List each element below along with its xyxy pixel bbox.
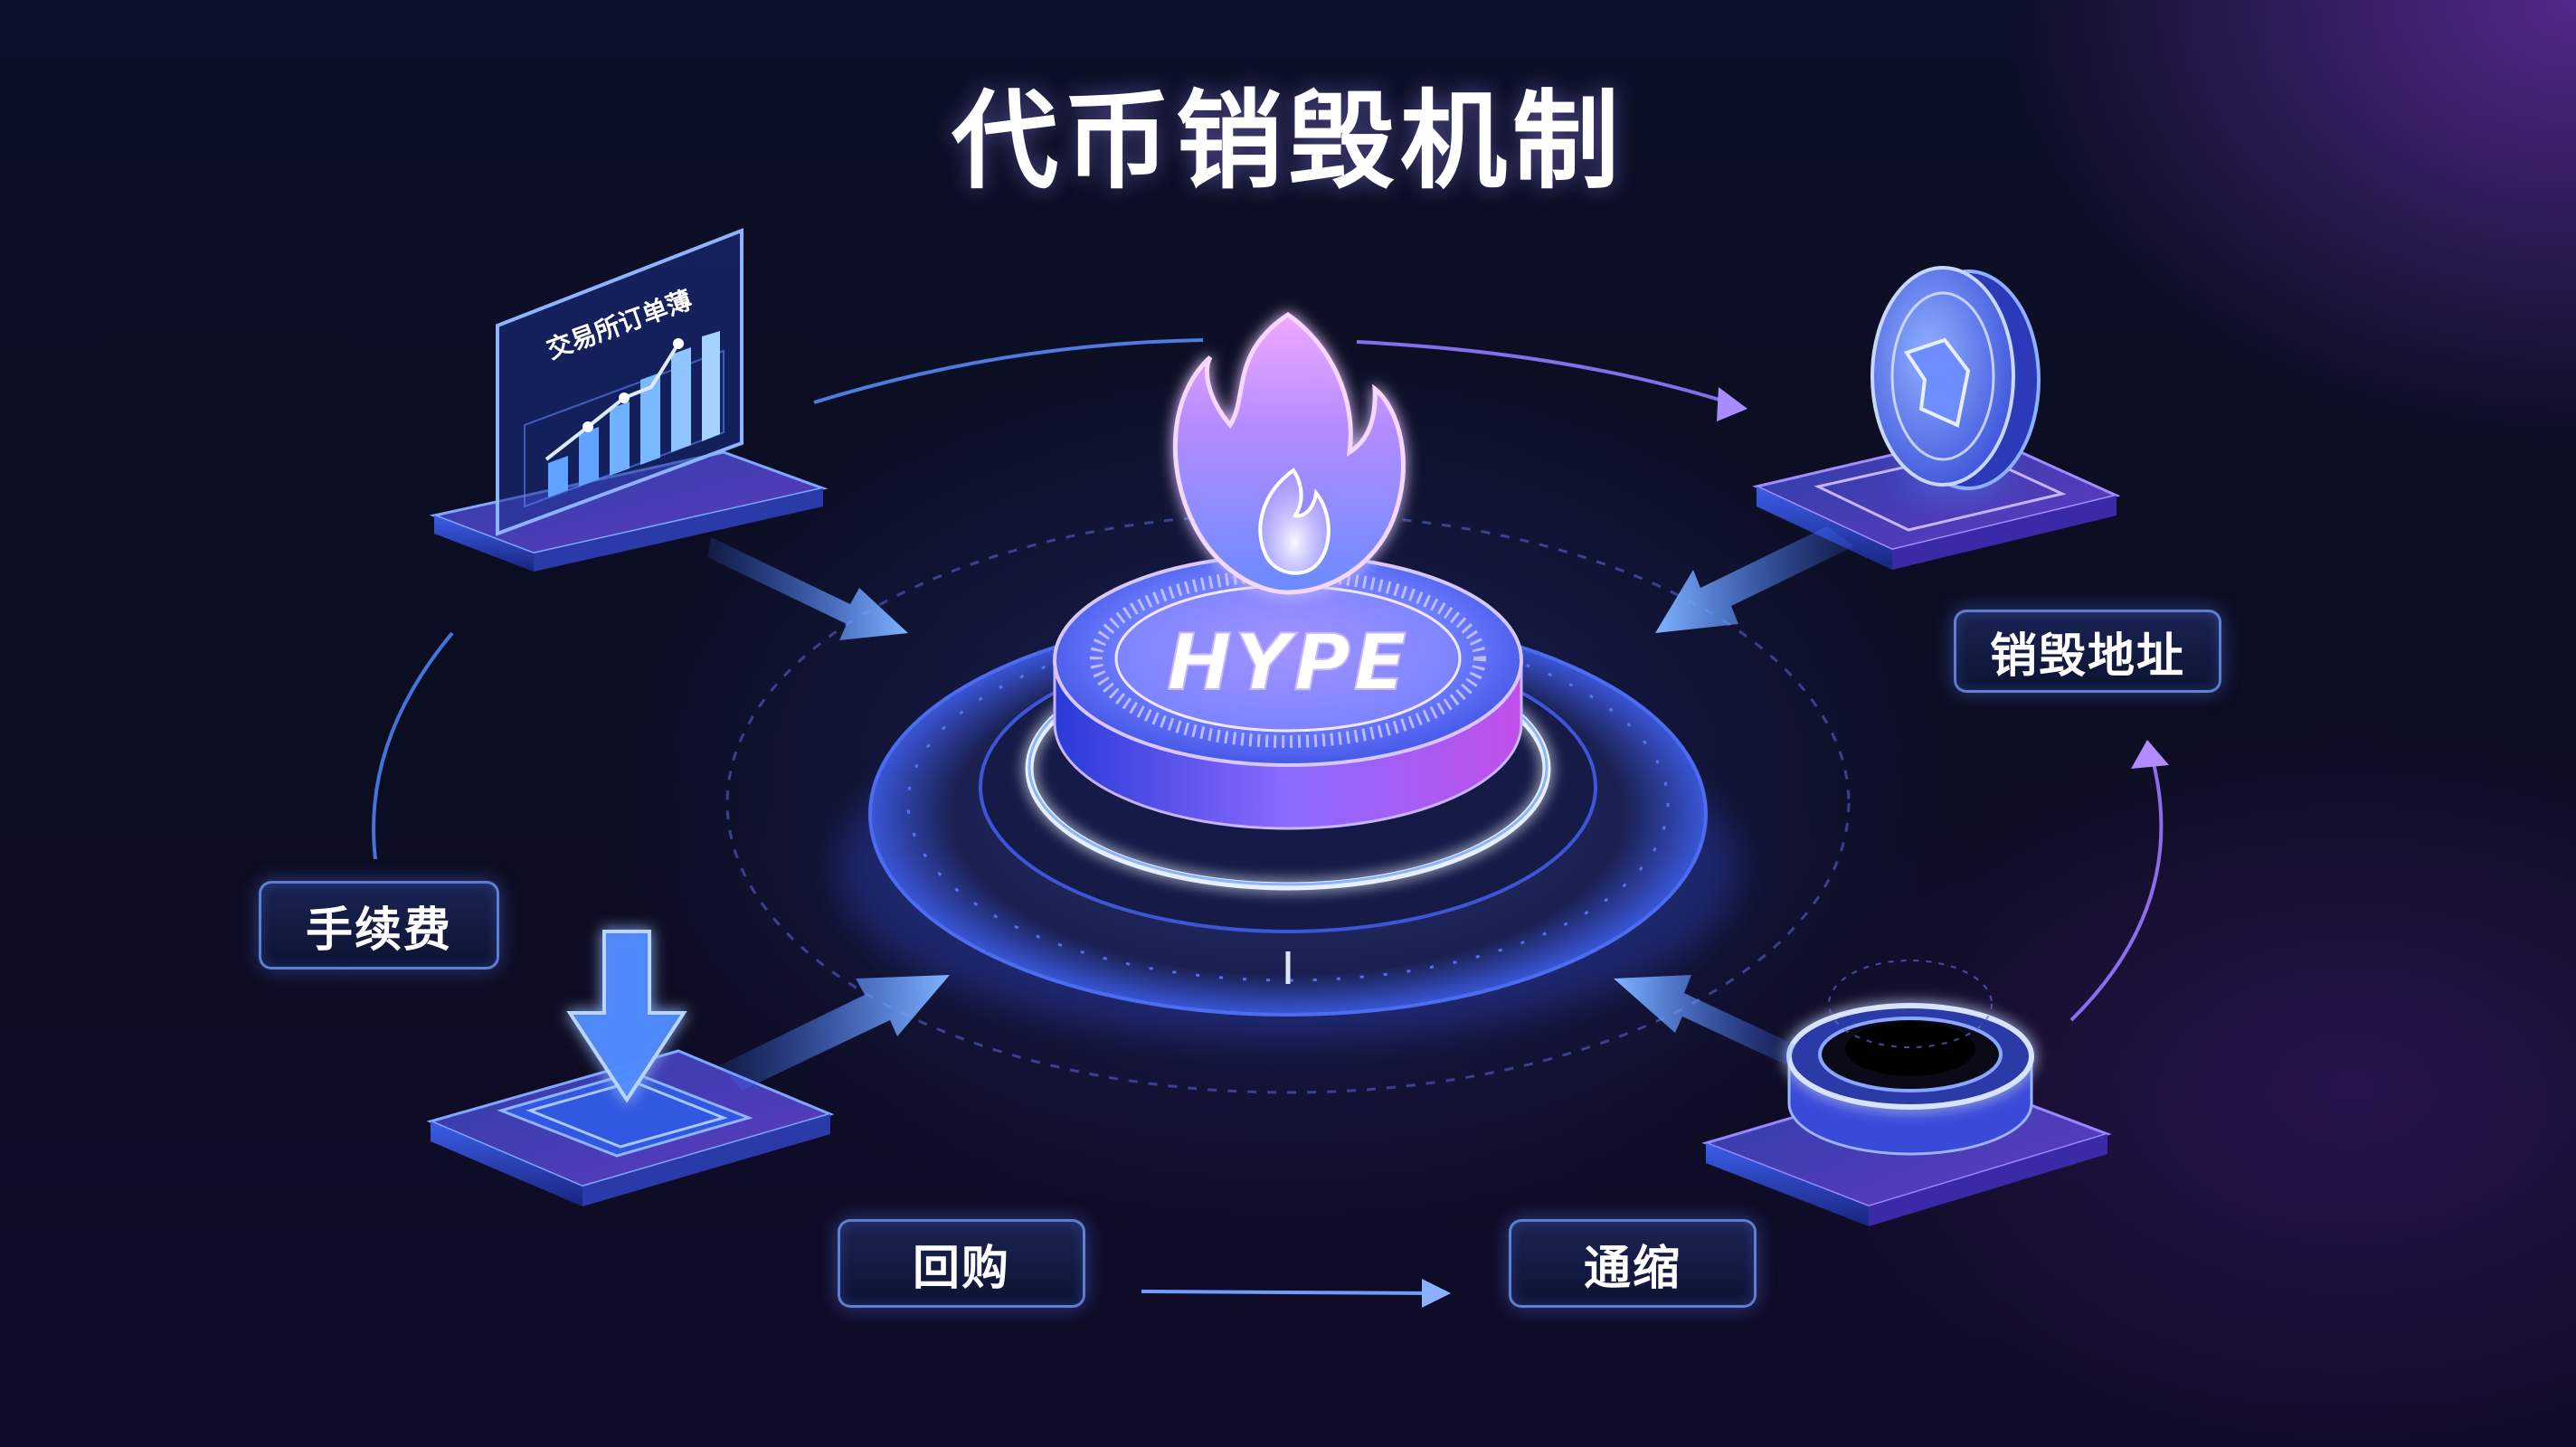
token-symbol-text: HYPE: [1167, 618, 1409, 708]
arrowhead-top-right: [1717, 387, 1747, 421]
black-hole-ring-icon: [1786, 960, 2034, 1156]
coin-icon: [1870, 266, 2041, 496]
download-arrow-icon: [566, 930, 687, 1103]
page-title: 代币销毁机制: [951, 79, 1624, 203]
order-book-node: [429, 228, 829, 572]
arrow-order-book-to-center: [707, 537, 908, 640]
flow-curve-left: [372, 631, 454, 860]
deflation-node: [1701, 960, 2112, 1226]
arrow-burn-address-to-center: [1655, 526, 1854, 633]
flow-curve-right: [2069, 759, 2164, 1022]
arrowhead-right: [2131, 740, 2169, 769]
bar-chart-panel-icon: [496, 228, 743, 536]
flow-curve-top-right: [1356, 340, 1738, 407]
flow-curve-bottom: [1141, 1290, 1430, 1295]
buyback-label: 回购: [838, 1219, 1085, 1308]
hype-token-disk: [1053, 553, 1523, 830]
flow-curve-top-left: [813, 338, 1204, 404]
deflation-label: 通缩: [1509, 1219, 1757, 1308]
fee-label: 手续费: [259, 881, 499, 969]
arrow-deflation-to-center: [1614, 975, 1796, 1065]
arrowhead-bottom: [1422, 1279, 1451, 1308]
arrow-fee-to-center: [720, 975, 950, 1091]
burn-address-node: [1752, 266, 2121, 570]
burn-address-label: 销毁地址: [1954, 610, 2221, 693]
fee-node: [426, 930, 835, 1206]
flame-icon: [1172, 311, 1406, 595]
